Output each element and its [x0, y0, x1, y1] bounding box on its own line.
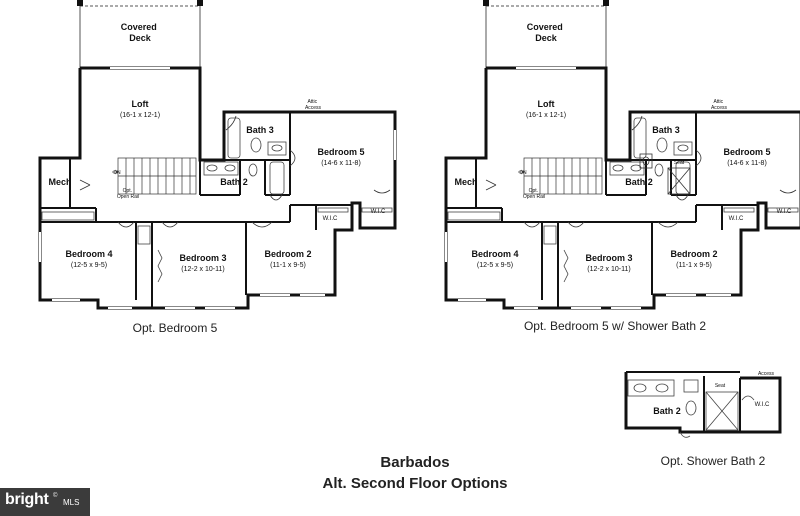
- attic-label-l1: Attic: [307, 99, 317, 105]
- brightmls-watermark: bright © MLS: [0, 488, 90, 516]
- bedroom-2-label: Bedroom 2: [264, 249, 311, 259]
- seat-label: Seat: [674, 160, 685, 166]
- access-label: Access: [758, 371, 775, 377]
- wic-a-label: W.I.C: [323, 216, 338, 222]
- bedroom-5-dims: (14-6 x 11-8): [727, 160, 767, 167]
- plan-bedroom-5-shower: Covered Deck Loft (16-1 x 12-1) Bath 3 A…: [444, 0, 800, 310]
- loft-label: Loft: [132, 99, 149, 109]
- covered-deck-label-l1: Covered: [527, 22, 563, 32]
- open-rail-l1: Opt.: [529, 188, 538, 194]
- covered-deck-label: Covered Deck: [121, 22, 160, 43]
- mech-label: Mech: [454, 177, 477, 187]
- attic-label-l2: Access: [711, 105, 728, 111]
- attic-access-label: Attic Access: [711, 99, 728, 111]
- bedroom-3-label: Bedroom 3: [179, 253, 226, 263]
- inset-fixtures: [627, 379, 755, 438]
- covered-deck-label-l2: Deck: [535, 33, 558, 43]
- mech-label: Mech: [48, 177, 71, 187]
- bedroom-4-dims: (12-5 x 9-5): [477, 262, 513, 269]
- bedroom-5-dims: (14-6 x 11-8): [321, 160, 361, 167]
- open-rail-label: Opt. Open Rail: [117, 188, 139, 200]
- seat-label: Seat: [715, 383, 726, 389]
- wic-b-label: W.I.C: [371, 209, 386, 215]
- plan-bedroom-5: Covered Deck Loft (16-1 x 12-1) Bath 3 A…: [38, 0, 397, 310]
- bedroom-4-label: Bedroom 4: [471, 249, 518, 259]
- bath-2-label: Bath 2: [653, 406, 681, 416]
- covered-deck-label-l2: Deck: [129, 33, 152, 43]
- copyright-icon: ©: [53, 493, 58, 499]
- open-rail-l1: Opt.: [123, 188, 132, 194]
- bedroom-2-dims: (11-1 x 9-5): [270, 262, 306, 269]
- watermark-suffix: MLS: [63, 498, 80, 507]
- page-subtitle: Alt. Second Floor Options: [322, 475, 508, 492]
- bedroom-2-label: Bedroom 2: [670, 249, 717, 259]
- loft-dims: (16-1 x 12-1): [526, 112, 566, 119]
- bath-3-label: Bath 3: [246, 125, 274, 135]
- open-rail-l2: Open Rail: [523, 194, 545, 200]
- bath-2-label: Bath 2: [625, 177, 653, 187]
- bedroom-4-label: Bedroom 4: [65, 249, 112, 259]
- plan-c-caption: Opt. Shower Bath 2: [660, 454, 766, 468]
- loft-label: Loft: [538, 99, 555, 109]
- page-title: Barbados: [380, 454, 450, 471]
- plan-b-caption: Opt. Bedroom 5 w/ Shower Bath 2: [523, 319, 707, 333]
- plan-shower-bath-2: Bath 2 Seat Access W.I.C: [624, 371, 782, 438]
- bedroom-2-dims: (11-1 x 9-5): [676, 262, 712, 269]
- bedroom-3-dims: (12-2 x 10-11): [181, 266, 224, 273]
- plan-a-labels: Covered Deck Loft (16-1 x 12-1) Bath 3 A…: [48, 22, 386, 273]
- wic-label: W.I.C: [755, 402, 770, 408]
- plan-b-labels: Covered Deck Loft (16-1 x 12-1) Bath 3 A…: [454, 22, 792, 273]
- dn-label: DN: [519, 170, 527, 176]
- attic-access-label: Attic Access: [305, 99, 322, 111]
- wic-b-label: W.I.C: [777, 209, 792, 215]
- bath-3-label: Bath 3: [652, 125, 680, 135]
- bedroom-4-dims: (12-5 x 9-5): [71, 262, 107, 269]
- open-rail-label: Opt. Open Rail: [523, 188, 545, 200]
- bedroom-5-label: Bedroom 5: [317, 147, 364, 157]
- loft-dims: (16-1 x 12-1): [120, 112, 160, 119]
- plan-a-caption: Opt. Bedroom 5: [132, 321, 218, 335]
- covered-deck-label: Covered Deck: [527, 22, 566, 43]
- bedroom-3-label: Bedroom 3: [585, 253, 632, 263]
- dn-label: DN: [113, 170, 121, 176]
- bath-2-label: Bath 2: [220, 177, 248, 187]
- attic-label-l2: Access: [305, 105, 322, 111]
- wic-a-label: W.I.C: [729, 216, 744, 222]
- bedroom-5-label: Bedroom 5: [723, 147, 770, 157]
- bedroom-3-dims: (12-2 x 10-11): [587, 266, 630, 273]
- open-rail-l2: Open Rail: [117, 194, 139, 200]
- covered-deck-label-l1: Covered: [121, 22, 157, 32]
- attic-label-l1: Attic: [713, 99, 723, 105]
- watermark-brand: bright: [5, 491, 49, 508]
